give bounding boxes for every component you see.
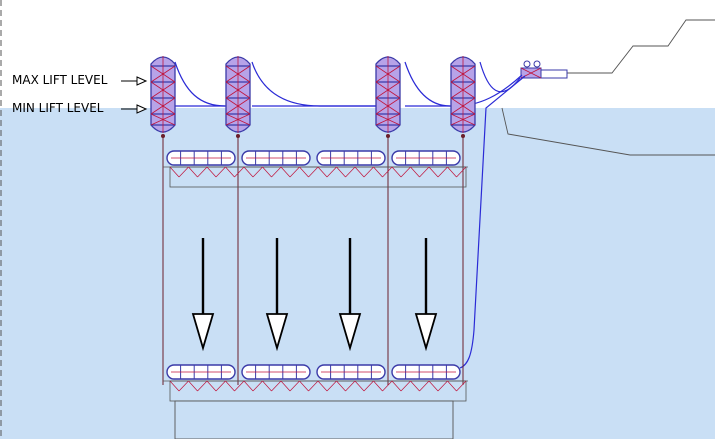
down-arrow — [265, 238, 289, 352]
buoy — [450, 56, 476, 138]
hanging-cables — [162, 136, 464, 385]
down-arrow — [338, 238, 362, 352]
buoy — [225, 56, 251, 138]
pontoon-module — [316, 364, 386, 380]
truss — [163, 166, 468, 188]
pontoon-module — [391, 150, 461, 166]
vessel — [501, 19, 715, 156]
deck-winch — [520, 60, 568, 79]
pontoon-module — [166, 150, 236, 166]
down-arrow — [414, 238, 438, 352]
down-arrow — [191, 238, 215, 352]
min-lift-level-label: MIN LIFT LEVEL — [12, 101, 104, 115]
pontoon-module — [241, 150, 311, 166]
max-lift-level-label: MAX LIFT LEVEL — [12, 73, 108, 87]
hose-lines — [174, 61, 526, 369]
pontoon-module — [391, 364, 461, 380]
level-pointers — [121, 76, 148, 114]
pontoon-module — [166, 364, 236, 380]
buoy — [375, 56, 401, 138]
buoy — [150, 56, 176, 138]
pontoon-module — [241, 364, 311, 380]
upper-pontoon-row — [163, 150, 468, 188]
seabed-structure — [174, 400, 454, 439]
pontoon-module — [316, 150, 386, 166]
